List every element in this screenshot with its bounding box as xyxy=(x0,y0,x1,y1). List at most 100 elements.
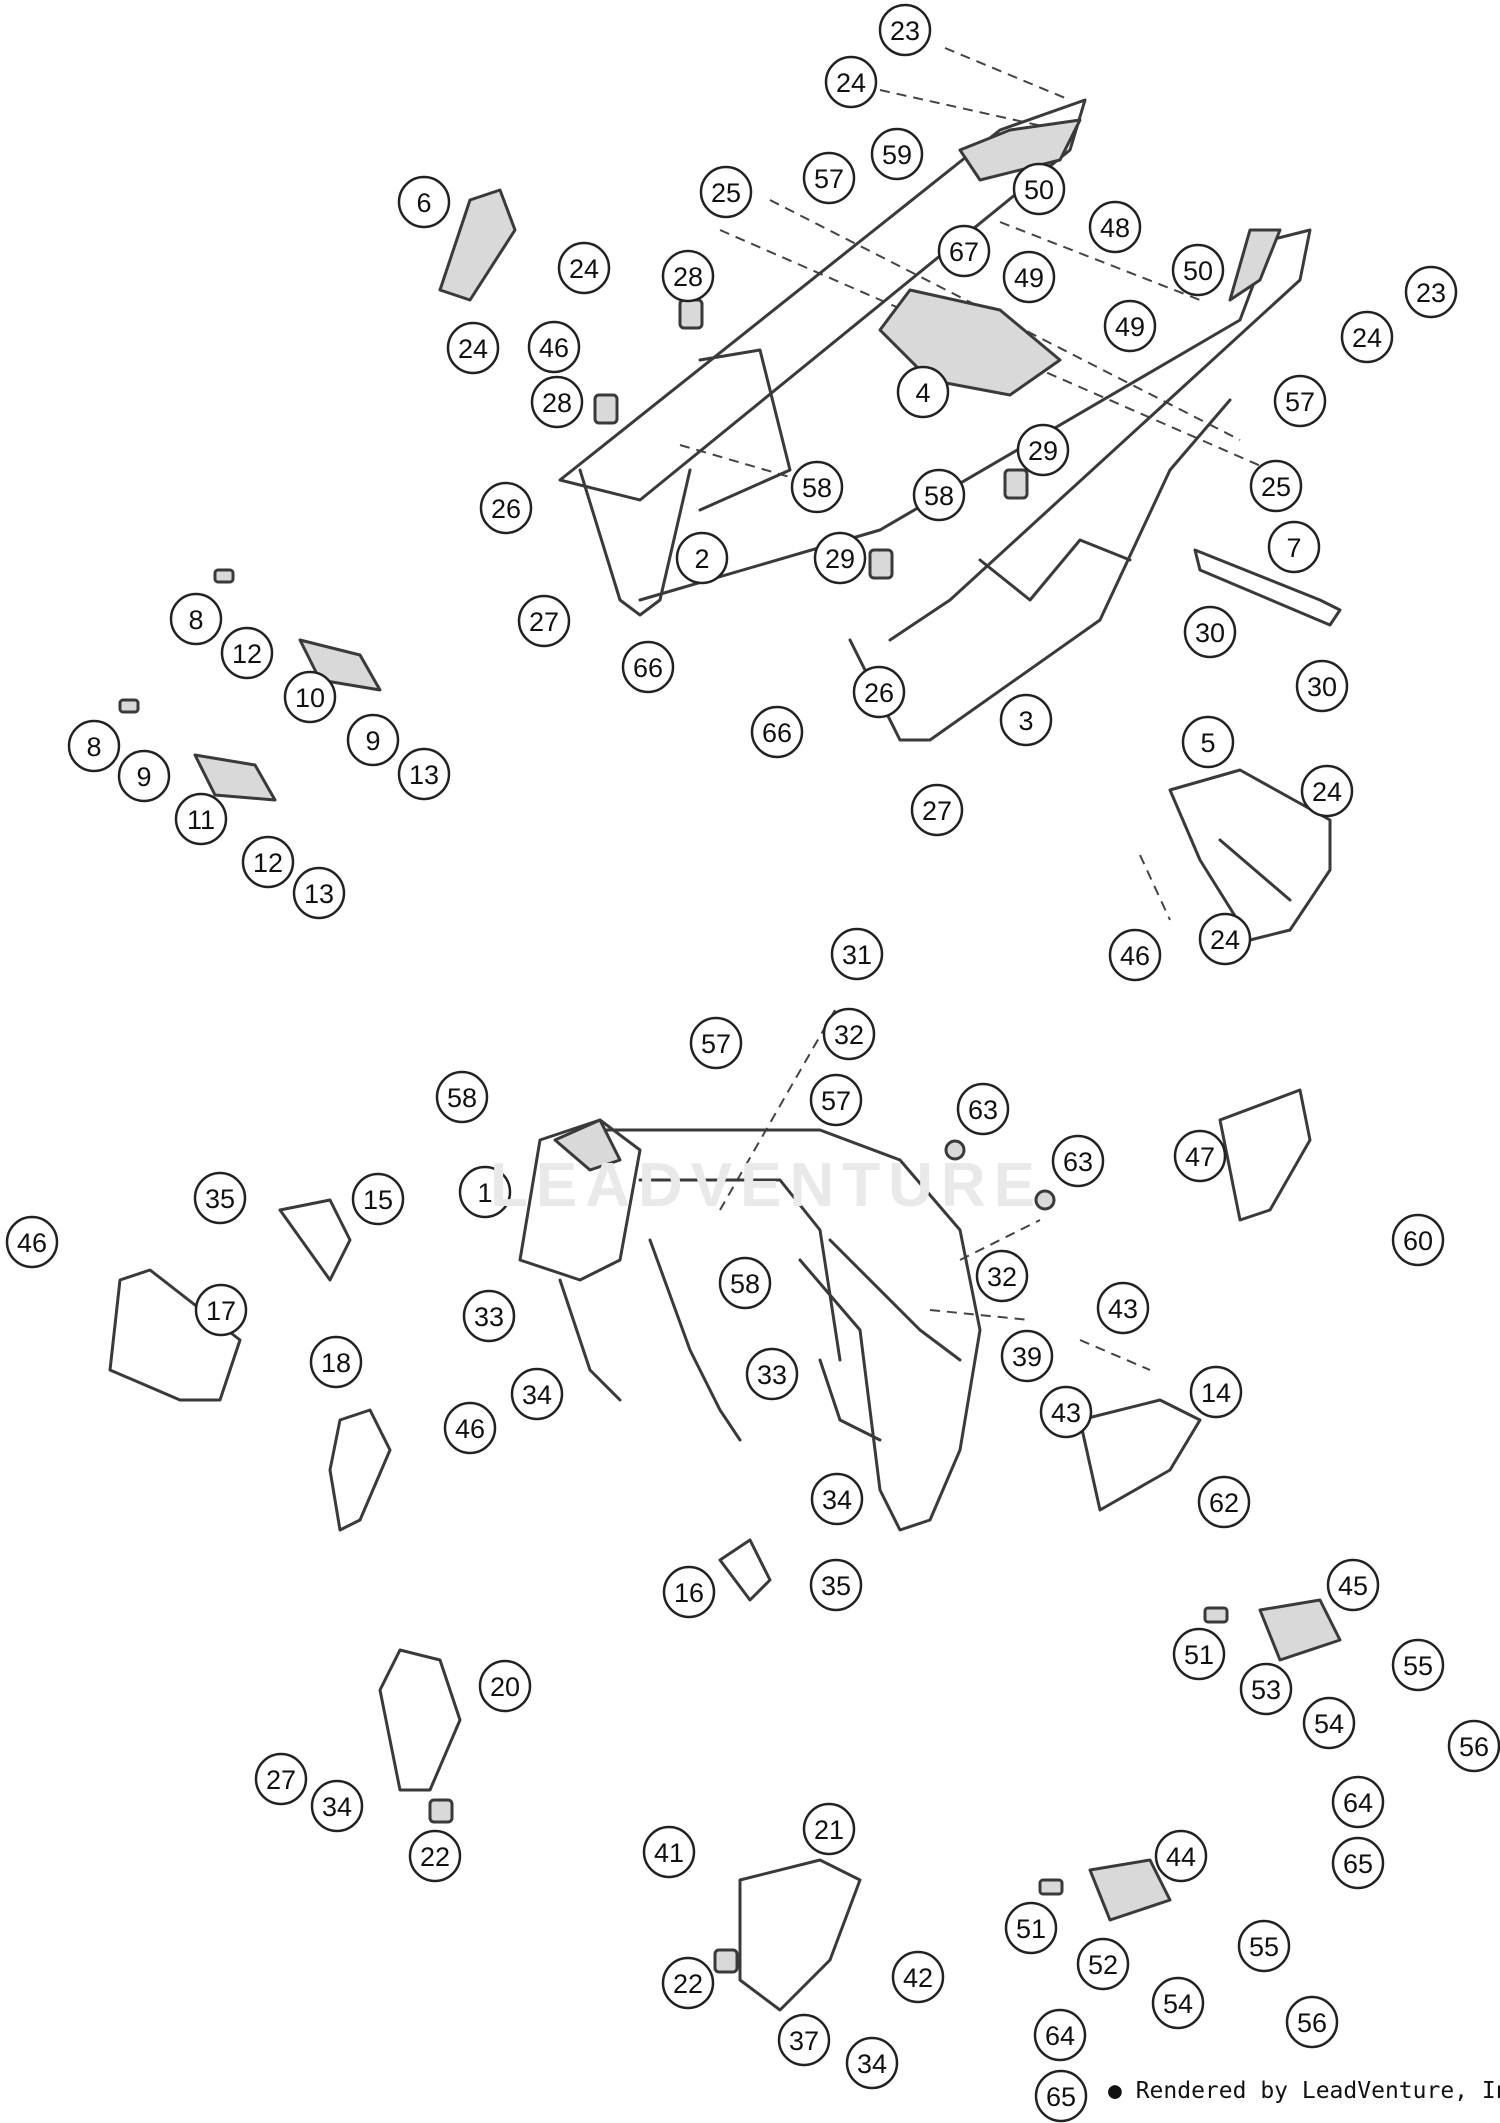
callout-label: 63 xyxy=(968,1095,998,1125)
callout-29: 29 xyxy=(813,531,867,585)
callout-label: 24 xyxy=(458,334,488,364)
callout-circle xyxy=(1239,1662,1293,1716)
callout-circle xyxy=(1103,299,1157,353)
callout-label: 31 xyxy=(842,940,872,970)
callout-circle xyxy=(809,1073,863,1127)
callout-circle xyxy=(292,866,346,920)
callout-circle xyxy=(642,1825,696,1879)
callout-circle xyxy=(621,640,675,694)
callout-32: 32 xyxy=(975,1249,1029,1303)
callout-57: 57 xyxy=(1273,374,1327,428)
callout-label: 46 xyxy=(539,333,569,363)
callout-circle xyxy=(1331,1836,1385,1890)
callout-24: 24 xyxy=(1340,310,1394,364)
callout-circle xyxy=(845,2036,899,2090)
callout-label: 58 xyxy=(924,481,954,511)
callout-circle xyxy=(510,1367,564,1421)
callout-27: 27 xyxy=(517,594,571,648)
callout-label: 51 xyxy=(1184,1640,1214,1670)
callout-65: 65 xyxy=(1034,2069,1088,2123)
callout-label: 16 xyxy=(674,1578,704,1608)
callout-label: 9 xyxy=(365,726,380,756)
callout-label: 55 xyxy=(1249,1932,1279,1962)
callout-label: 48 xyxy=(1100,213,1130,243)
callout-55: 55 xyxy=(1391,1638,1445,1692)
callout-circle xyxy=(458,1165,512,1219)
callout-label: 57 xyxy=(701,1029,731,1059)
callout-label: 17 xyxy=(206,1296,236,1326)
callout-circle xyxy=(661,1956,715,2010)
callout-circle xyxy=(193,1171,247,1225)
callout-58: 58 xyxy=(912,468,966,522)
callout-circle xyxy=(309,1335,363,1389)
callout-63: 63 xyxy=(1051,1134,1105,1188)
callout-circle xyxy=(809,1558,863,1612)
callout-circle xyxy=(530,375,584,429)
callout-46: 46 xyxy=(5,1215,59,1269)
callout-7: 7 xyxy=(1267,520,1321,574)
callout-circle xyxy=(718,1256,772,1310)
callout-34: 34 xyxy=(845,2036,899,2090)
callout-circle xyxy=(557,241,611,295)
callout-label: 20 xyxy=(490,1672,520,1702)
callout-circle xyxy=(1016,423,1070,477)
callout-label: 24 xyxy=(1352,323,1382,353)
callout-circle xyxy=(1197,1475,1251,1529)
callout-circle xyxy=(891,1950,945,2004)
callout-circle xyxy=(1004,1901,1058,1955)
callout-circle xyxy=(67,719,121,773)
callout-60: 60 xyxy=(1391,1213,1445,1267)
callout-label: 58 xyxy=(802,473,832,503)
callout-circle xyxy=(1273,374,1327,428)
callout-24: 24 xyxy=(824,55,878,109)
callout-23: 23 xyxy=(878,3,932,57)
callout-circle xyxy=(1181,715,1235,769)
callout-34: 34 xyxy=(310,1779,364,1833)
callout-circle xyxy=(283,670,337,724)
callout-circle xyxy=(443,1401,497,1455)
callout-circle xyxy=(1034,2069,1088,2123)
callout-37: 37 xyxy=(777,2013,831,2067)
callout-circle xyxy=(1300,764,1354,818)
callout-label: 1 xyxy=(477,1178,492,1208)
callout-label: 43 xyxy=(1108,1294,1138,1324)
callout-circle xyxy=(435,1070,489,1124)
callout-label: 60 xyxy=(1403,1226,1433,1256)
callout-13: 13 xyxy=(292,866,346,920)
callout-66: 66 xyxy=(750,705,804,759)
callout-43: 43 xyxy=(1096,1281,1150,1335)
callout-label: 33 xyxy=(757,1360,787,1390)
bracket-7 xyxy=(1193,548,1342,627)
callout-30: 30 xyxy=(1295,659,1349,713)
callout-circle xyxy=(1404,265,1458,319)
callout-24: 24 xyxy=(1198,912,1252,966)
callout-32: 32 xyxy=(822,1007,876,1061)
callout-label: 37 xyxy=(789,2026,819,2056)
callout-label: 34 xyxy=(857,2049,887,2079)
callout-label: 8 xyxy=(188,605,203,635)
callout-circle xyxy=(479,481,533,535)
callout-30: 30 xyxy=(1183,605,1237,659)
callout-9: 9 xyxy=(117,749,171,803)
callout-8: 8 xyxy=(169,592,223,646)
callout-circle xyxy=(662,1565,716,1619)
callout-66: 66 xyxy=(621,640,675,694)
main-frame xyxy=(518,1118,1056,1532)
callout-circle xyxy=(870,127,924,181)
callout-47: 47 xyxy=(1173,1129,1227,1183)
callout-50: 50 xyxy=(1171,243,1225,297)
callout-circle xyxy=(745,1347,799,1401)
callout-label: 55 xyxy=(1403,1651,1433,1681)
callout-54: 54 xyxy=(1151,1976,1205,2030)
callout-circle xyxy=(830,927,884,981)
callout-label: 56 xyxy=(1459,1732,1489,1762)
callout-48: 48 xyxy=(1088,200,1142,254)
callout-circle xyxy=(351,1172,405,1226)
callout-31: 31 xyxy=(830,927,884,981)
callout-label: 25 xyxy=(1261,472,1291,502)
callout-label: 34 xyxy=(822,1485,852,1515)
callout-label: 27 xyxy=(266,1765,296,1795)
callout-22: 22 xyxy=(661,1956,715,2010)
callout-label: 58 xyxy=(730,1269,760,1299)
